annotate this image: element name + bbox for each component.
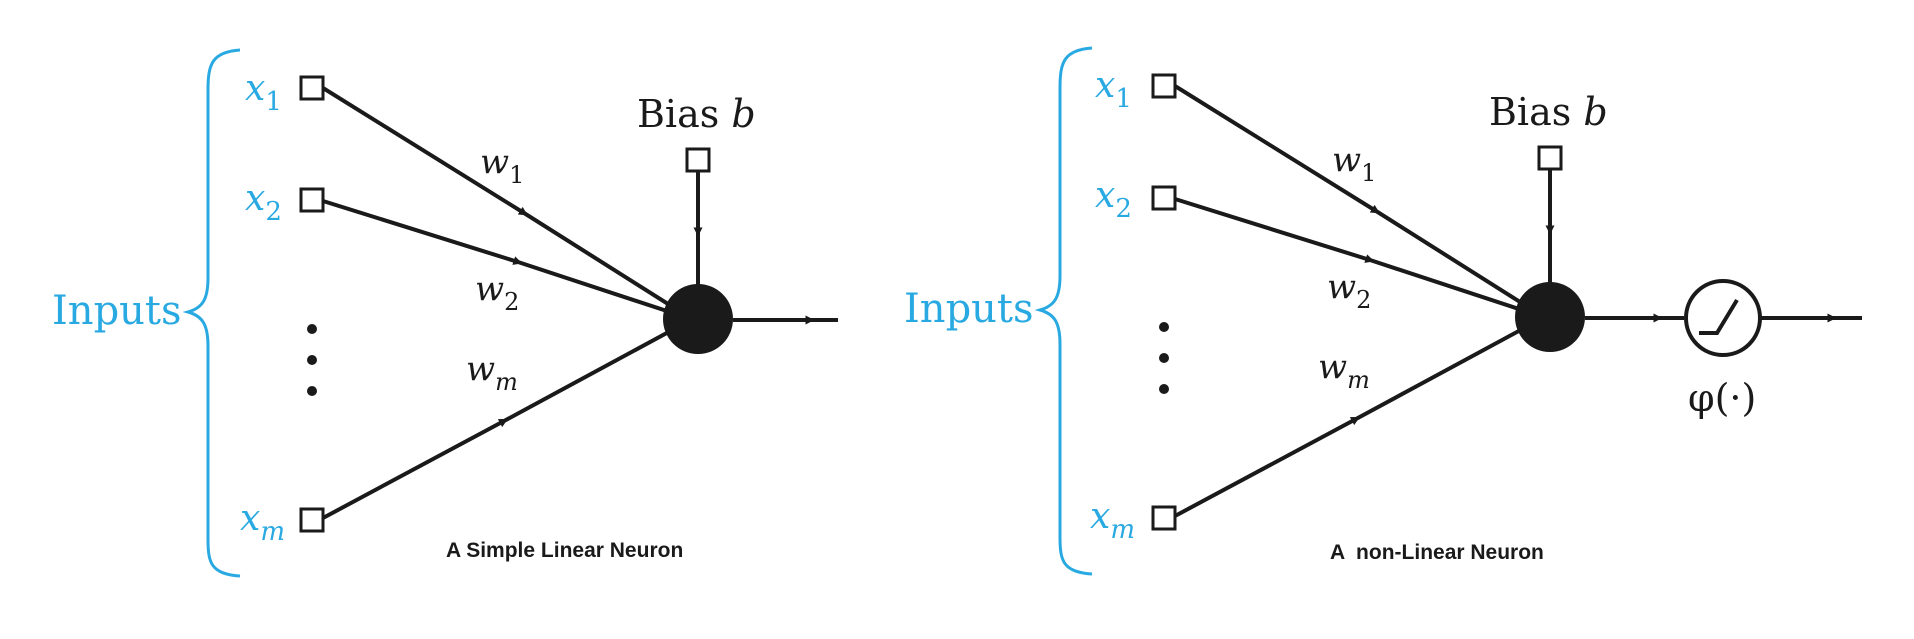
- input-x1-label: x1: [1095, 65, 1132, 114]
- ellipsis-dot: [307, 324, 317, 334]
- ellipsis-dot: [1159, 384, 1169, 394]
- input-node-x1: [299, 75, 325, 101]
- bias-label: Bias b: [637, 92, 756, 136]
- inputs-brace: [1034, 46, 1093, 576]
- inputs-brace: [182, 48, 241, 578]
- weight-wm-label: wm: [1318, 347, 1370, 394]
- bias-label: Bias b: [1489, 90, 1608, 134]
- weight-w2-label: w2: [1327, 267, 1371, 314]
- non-linear-neuron-diagram: Inputs x1 x2 xm w1 w2 wm: [904, 46, 1862, 576]
- activation-node: [1684, 279, 1762, 357]
- summing-node: [663, 284, 733, 354]
- input-x2-label: x2: [1095, 175, 1132, 224]
- input-node-x1: [1151, 73, 1177, 99]
- weight-wm-label: wm: [466, 349, 518, 396]
- connection-w1: [321, 86, 678, 311]
- input-node-xm: [1151, 505, 1177, 531]
- weight-w1-label: w1: [1332, 140, 1376, 187]
- inputs-label: Inputs: [904, 286, 1034, 332]
- connection-wm: [322, 326, 677, 520]
- input-node-x2: [299, 187, 325, 213]
- inputs-label: Inputs: [52, 288, 182, 334]
- diagram-caption: A non-Linear Neuron: [1330, 541, 1544, 564]
- connection-w2: [1174, 197, 1529, 314]
- weight-w2-label: w2: [475, 269, 519, 316]
- input-node-xm: [299, 507, 325, 533]
- connection-w1: [1173, 84, 1530, 309]
- input-xm-label: xm: [1090, 496, 1135, 545]
- ellipsis-dot: [1159, 322, 1169, 332]
- linear-neuron-diagram: Inputs x1 x2 xm w1 w2 wm: [52, 48, 838, 578]
- input-xm-label: xm: [240, 498, 285, 547]
- ellipsis-dot: [307, 355, 317, 365]
- input-x1-label: x1: [245, 68, 282, 117]
- input-x2-label: x2: [245, 178, 282, 227]
- bias-node: [1537, 145, 1563, 171]
- ellipsis-dot: [1159, 353, 1169, 363]
- activation-label: φ(·): [1688, 376, 1756, 420]
- summing-node: [1515, 282, 1585, 352]
- connection-wm: [1174, 324, 1529, 518]
- connection-w2: [322, 199, 677, 316]
- bias-node: [685, 147, 711, 173]
- input-node-x2: [1151, 185, 1177, 211]
- diagram-caption: A Simple Linear Neuron: [446, 539, 683, 562]
- weight-w1-label: w1: [480, 142, 524, 189]
- ellipsis-dot: [307, 386, 317, 396]
- ramp-icon: [1699, 298, 1739, 335]
